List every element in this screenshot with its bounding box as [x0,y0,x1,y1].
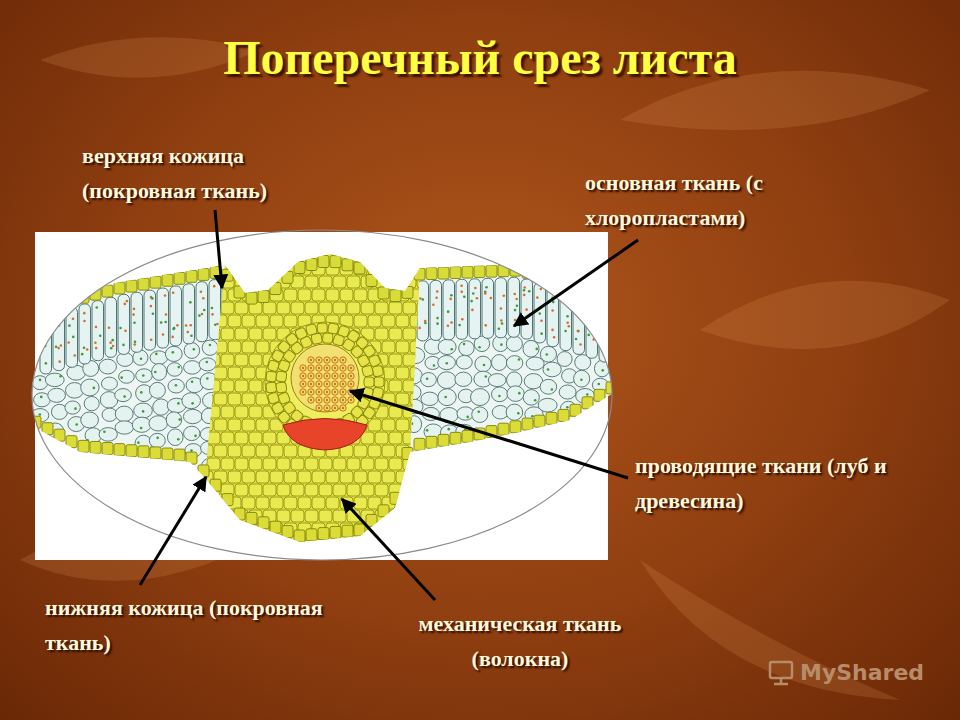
leaf-section [30,250,617,561]
leader-line [350,391,628,478]
section-outline [32,230,612,560]
part-label: нижняя кожица (покровная ткань) [45,590,325,660]
slide-title: Поперечный срез листа [0,30,960,85]
part-label: механическая ткань (волокна) [370,606,670,676]
leader-line [215,210,222,288]
part-label: верхняя кожица (покровная ткань) [82,138,362,208]
part-label: основная ткань (с хлоропластами) [585,165,875,235]
leaf-body [30,254,615,542]
leader-line [514,240,638,326]
picture-ground [35,232,608,560]
watermark: MyShared [800,660,950,685]
background-leaves [20,37,950,700]
leader-line [342,499,435,600]
watermark-icon [770,662,792,684]
part-label: проводящие ткани (луб и древесина) [635,448,935,518]
leader-line [140,477,206,585]
leader-lines [140,210,638,600]
